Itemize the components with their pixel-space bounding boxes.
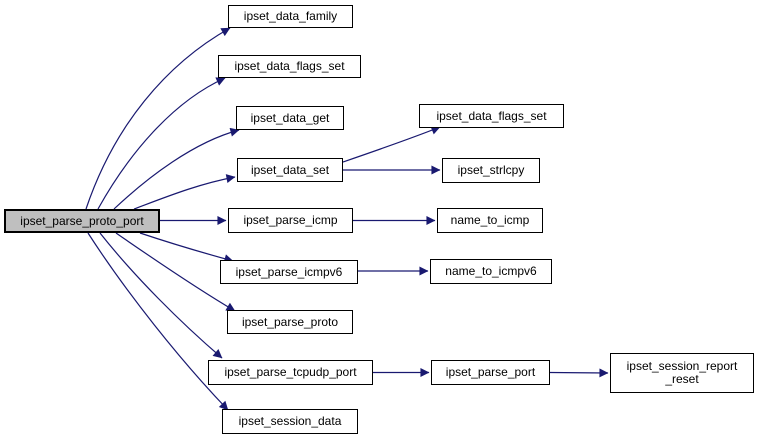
node-label: ipset_data_family — [243, 9, 338, 23]
node-label: ipset_strlcpy — [457, 163, 525, 177]
edge-root-to-parse-proto — [115, 232, 236, 312]
edge-root-to-parse-icmpv6 — [139, 232, 234, 264]
node-label: ipset_data_get — [250, 110, 330, 125]
node-label: ipset_session_data — [238, 414, 342, 428]
edge-root-to-data-set — [133, 174, 236, 210]
node-label: ipset_parse_port — [445, 365, 536, 379]
node-label: name_to_icmp — [450, 213, 530, 227]
node-label: ipset_data_flags_set — [234, 59, 345, 73]
edge-root-to-data-family — [85, 27, 231, 210]
node-ipset-parse-tcpudp-port[interactable]: ipset_parse_tcpudp_port — [208, 360, 373, 385]
edge-root-to-session-data — [87, 232, 229, 411]
node-ipset-parse-proto-port[interactable]: ipset_parse_proto_port — [4, 209, 160, 233]
node-label: ipset_data_flags_set — [436, 108, 547, 123]
node-label: ipset_parse_tcpudp_port — [224, 365, 357, 379]
edge-data-set-to-data-flags-set — [342, 125, 441, 163]
node-ipset-session-data[interactable]: ipset_session_data — [222, 409, 358, 434]
node-ipset-data-get[interactable]: ipset_data_get — [236, 106, 344, 130]
node-label: ipset_data_set — [250, 162, 330, 177]
edge-parse-port-to-session-report-reset — [549, 368, 609, 378]
node-ipset-parse-icmp[interactable]: ipset_parse_icmp — [228, 208, 353, 233]
node-ipset-parse-icmpv6[interactable]: ipset_parse_icmpv6 — [220, 260, 358, 284]
node-label: ipset_parse_icmp — [243, 213, 338, 227]
node-ipset-parse-port[interactable]: ipset_parse_port — [431, 360, 550, 385]
node-label: ipset_session_report _reset — [626, 359, 738, 386]
edge-root-to-parse-tcpudp-port — [99, 232, 223, 359]
edge-root-to-data-get — [113, 127, 240, 210]
node-ipset-session-report-reset[interactable]: ipset_session_report _reset — [610, 353, 754, 393]
node-label: ipset_parse_proto_port — [20, 213, 144, 228]
edge-root-to-data-flags-set — [97, 77, 226, 210]
node-label: ipset_parse_icmpv6 — [235, 264, 343, 279]
node-ipset-data-flags-set-2[interactable]: ipset_data_flags_set — [419, 104, 564, 128]
node-name-to-icmp[interactable]: name_to_icmp — [437, 208, 543, 233]
node-ipset-data-set[interactable]: ipset_data_set — [237, 158, 343, 182]
node-label: name_to_icmpv6 — [445, 264, 537, 278]
node-ipset-data-family[interactable]: ipset_data_family — [228, 5, 353, 28]
node-label: ipset_parse_proto — [241, 314, 339, 329]
node-name-to-icmpv6[interactable]: name_to_icmpv6 — [430, 259, 552, 284]
node-ipset-strlcpy[interactable]: ipset_strlcpy — [442, 158, 540, 183]
node-ipset-data-flags-set-1[interactable]: ipset_data_flags_set — [218, 55, 361, 78]
node-ipset-parse-proto[interactable]: ipset_parse_proto — [227, 310, 353, 334]
